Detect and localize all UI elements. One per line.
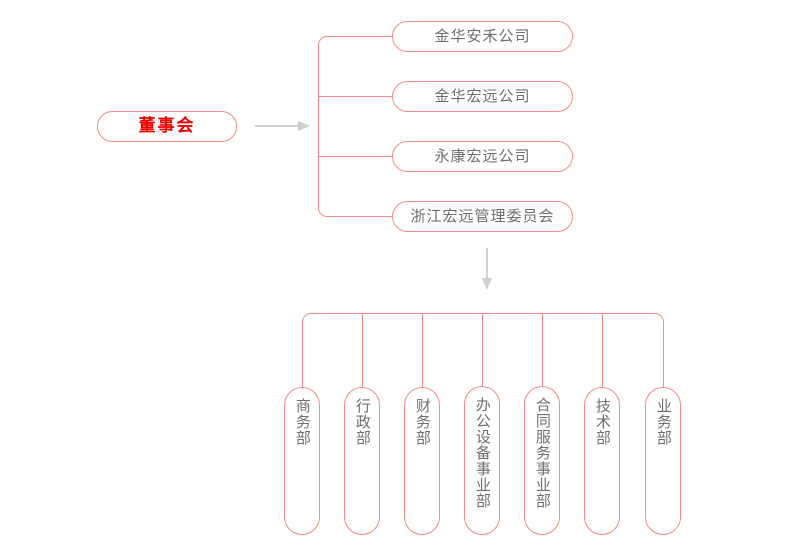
node-subsidiary-2[interactable]: 金华宏远公司 (392, 81, 573, 112)
connector-branch-subsidiary-4 (329, 216, 393, 217)
connector-drop-department-3 (422, 314, 423, 387)
arrow-subsidiaries-to-departments (479, 248, 495, 290)
connector-drop-department-2 (362, 314, 363, 387)
connector-branch-subsidiary-1 (329, 36, 393, 37)
node-subsidiary-3[interactable]: 永康宏远公司 (392, 141, 573, 172)
node-label: 办公设备事业部 (473, 397, 492, 509)
connector-bus-departments (312, 313, 654, 314)
node-label: 浙江宏远管理委员会 (410, 207, 555, 225)
connector-corner-bottom-left-subsidiaries (318, 205, 330, 217)
node-label: 业务部 (654, 398, 673, 446)
connector-corner-top-left-departments (302, 313, 313, 324)
connector-drop-department-6 (602, 314, 603, 387)
arrow-root-to-subsidiaries (255, 118, 310, 134)
node-department-4[interactable]: 办公设备事业部 (464, 386, 500, 535)
node-label: 财务部 (413, 398, 432, 446)
connector-drop-department-4 (482, 314, 483, 387)
connector-branch-subsidiary-2 (318, 96, 393, 97)
connector-drop-department-7 (663, 323, 664, 387)
node-department-2[interactable]: 行政部 (344, 387, 380, 535)
connector-corner-top-left-subsidiaries (318, 36, 330, 48)
node-label: 永康宏远公司 (434, 147, 531, 165)
connector-drop-department-1 (302, 323, 303, 387)
node-department-6[interactable]: 技术部 (584, 387, 620, 535)
node-subsidiary-1[interactable]: 金华安禾公司 (392, 21, 573, 52)
connector-spine-subsidiaries (318, 47, 319, 206)
node-department-3[interactable]: 财务部 (404, 387, 440, 535)
connector-branch-subsidiary-3 (318, 156, 393, 157)
node-department-7[interactable]: 业务部 (645, 387, 681, 535)
node-label: 董事会 (138, 116, 196, 136)
node-label: 商务部 (293, 398, 312, 446)
connector-drop-department-5 (542, 314, 543, 387)
node-label: 金华宏远公司 (434, 87, 531, 105)
node-label: 技术部 (593, 398, 612, 446)
node-subsidiary-4[interactable]: 浙江宏远管理委员会 (392, 201, 573, 232)
node-department-5[interactable]: 合同服务事业部 (524, 386, 560, 535)
node-label: 金华安禾公司 (434, 27, 531, 45)
node-label: 行政部 (353, 398, 372, 446)
node-department-1[interactable]: 商务部 (284, 387, 320, 535)
node-board-of-directors[interactable]: 董事会 (97, 111, 237, 142)
connector-corner-top-right-departments (653, 313, 664, 324)
node-label: 合同服务事业部 (533, 397, 552, 509)
